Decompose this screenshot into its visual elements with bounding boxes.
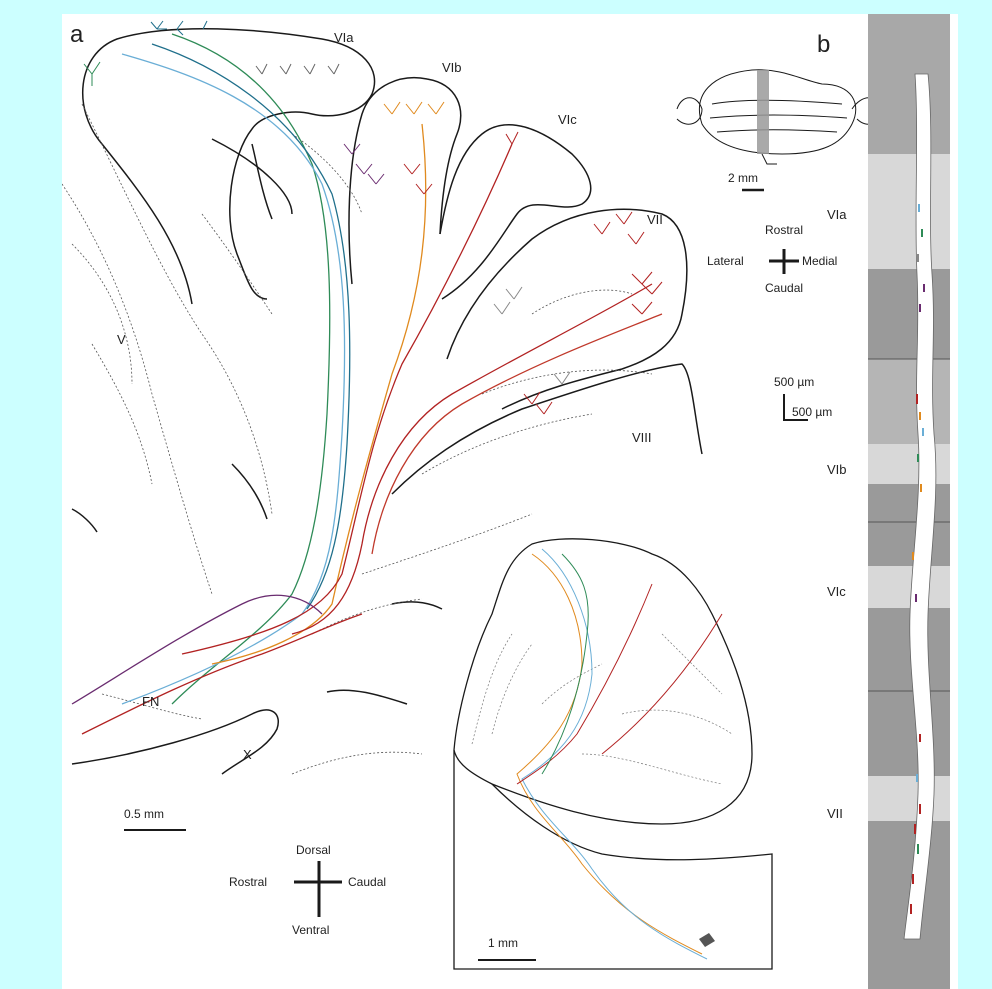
label-vib: VIb <box>442 60 462 75</box>
orient-b-medial: Medial <box>802 254 837 268</box>
orientation-cross-b: Rostral Caudal Lateral Medial <box>707 223 837 295</box>
zebrin-strip <box>868 14 950 989</box>
orient-b-rostral: Rostral <box>765 223 803 237</box>
strip-label-vib: VIb <box>827 462 847 477</box>
label-fn: FN <box>142 694 159 709</box>
scale-bar-inset-label: 1 mm <box>488 936 518 950</box>
panel-a-letter: a <box>70 21 84 48</box>
scale-bar-inset: 1 mm <box>478 936 536 960</box>
label-v: V <box>117 332 126 347</box>
figure-panel: a VIa VIb VIc VII VIII V FN X 0.5 mm Dor… <box>62 14 958 989</box>
label-x: X <box>243 747 252 762</box>
orientation-cross-main: Dorsal Ventral Rostral Caudal <box>229 843 386 937</box>
label-viii: VIII <box>632 430 652 445</box>
orient-rostral: Rostral <box>229 875 267 889</box>
inset-whole-section <box>454 539 772 969</box>
panel-a-dendrites <box>84 21 662 414</box>
strip-label-vii: VII <box>827 806 843 821</box>
scale-bar-main-label: 0.5 mm <box>124 807 164 821</box>
orient-b-caudal: Caudal <box>765 281 803 295</box>
label-vii: VII <box>647 212 663 227</box>
scale-bar-brain: 2 mm <box>728 171 764 190</box>
brain-thumbnail <box>677 70 880 164</box>
strip-label-via: VIa <box>827 207 847 222</box>
figure-svg: a VIa VIb VIc VII VIII V FN X 0.5 mm Dor… <box>62 14 958 989</box>
strip-label-vic: VIc <box>827 584 846 599</box>
orient-ventral: Ventral <box>292 923 329 937</box>
label-via: VIa <box>334 30 354 45</box>
orient-b-lateral: Lateral <box>707 254 744 268</box>
scale-bar-b-x-label: 500 µm <box>774 375 814 389</box>
scale-bar-brain-label: 2 mm <box>728 171 758 185</box>
label-vic: VIc <box>558 112 577 127</box>
panel-b-letter: b <box>817 31 830 58</box>
scale-bar-b-y-label: 500 µm <box>792 405 832 419</box>
orient-caudal: Caudal <box>348 875 386 889</box>
orient-dorsal: Dorsal <box>296 843 331 857</box>
scale-bar-b: 500 µm 500 µm <box>774 375 832 420</box>
scale-bar-main: 0.5 mm <box>124 807 186 830</box>
